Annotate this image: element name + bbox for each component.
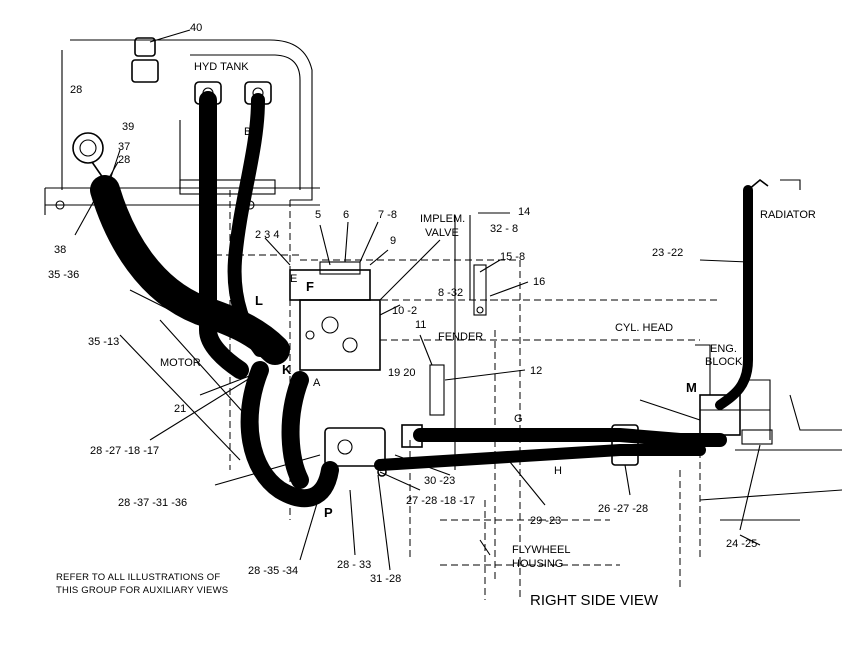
label-flywheel-2: HOUSING — [512, 558, 563, 570]
callout-8-32: 8 -32 — [438, 287, 463, 299]
label-eng-block-1: ENG. — [710, 343, 737, 355]
callout-28-flange: 28 — [118, 154, 130, 166]
callout-28-37-31-36: 28 -37 -31 -36 — [118, 497, 187, 509]
letter-L: L — [255, 293, 263, 308]
reference-note-line2: THIS GROUP FOR AUXILIARY VIEWS — [56, 585, 228, 596]
callout-12: 12 — [530, 365, 542, 377]
callout-35-36: 35 -36 — [48, 269, 79, 281]
letter-A: A — [313, 377, 321, 389]
callout-29-23: 29 -23 — [530, 515, 561, 527]
letter-K: K — [282, 362, 292, 377]
label-cyl-head: CYL. HEAD — [615, 322, 673, 334]
label-eng-block-2: BLOCK — [705, 356, 743, 368]
callout-16: 16 — [533, 276, 545, 288]
footer: REFER TO ALL ILLUSTRATIONS OF THIS GROUP… — [56, 572, 659, 609]
letter-G: G — [514, 413, 523, 425]
callout-14: 14 — [518, 206, 530, 218]
callout-28-33: 28 - 33 — [337, 559, 371, 571]
hoses — [90, 91, 769, 508]
view-title: RIGHT SIDE VIEW — [530, 592, 659, 609]
callout-32-8: 32 - 8 — [490, 223, 518, 235]
letter-B: B — [244, 126, 251, 138]
letter-P: P — [324, 505, 333, 520]
label-hyd-tank: HYD TANK — [194, 61, 249, 73]
letter-D: D — [115, 208, 124, 223]
callout-21: 21 — [174, 403, 186, 415]
callout-31-28: 31 -28 — [370, 573, 401, 585]
callout-10-2: 10 -2 — [392, 305, 417, 317]
callout-30-23: 30 -23 — [424, 475, 455, 487]
cab-structure — [44, 39, 842, 600]
callout-28-top: 28 — [70, 84, 82, 96]
callout-27-28-18-17: 27 -28 -18 -17 — [406, 495, 475, 507]
callout-5: 5 — [315, 209, 321, 221]
label-implem-valve-1: IMPLEM. — [420, 213, 465, 225]
callout-40: 40 — [190, 22, 202, 34]
callout-35-13: 35 -13 — [88, 336, 119, 348]
callout-numbers: 40 28 39 37 28 38 35 -36 35 -13 2 3 4 5 … — [48, 22, 757, 585]
callout-37: 37 — [118, 141, 130, 153]
label-motor: MOTOR — [160, 357, 201, 369]
port-letters: C B D L E F K A G H M P — [115, 113, 697, 520]
label-fender: FENDER — [438, 331, 483, 343]
label-flywheel-1: FLYWHEEL — [512, 544, 570, 556]
callout-6: 6 — [343, 209, 349, 221]
callout-24-25: 24 -25 — [726, 538, 757, 550]
callout-28-27-18-17: 28 -27 -18 -17 — [90, 445, 159, 457]
component-labels: HYD TANK RADIATOR IMPLEM. VALVE FENDER C… — [160, 61, 816, 570]
callout-39: 39 — [122, 121, 134, 133]
letter-M: M — [686, 380, 697, 395]
pointer-lines — [74, 29, 761, 571]
letter-F: F — [306, 279, 314, 294]
reference-note-line1: REFER TO ALL ILLUSTRATIONS OF — [56, 572, 220, 583]
callout-7-8: 7 -8 — [378, 209, 397, 221]
callout-19-20: 19 20 — [388, 367, 416, 379]
letter-H: H — [554, 465, 562, 477]
label-radiator: RADIATOR — [760, 209, 816, 221]
letter-C: C — [205, 113, 213, 125]
callout-2-3-4: 2 3 4 — [255, 229, 279, 241]
callout-26-27-28: 26 -27 -28 — [598, 503, 648, 515]
callout-23-22: 23 -22 — [652, 247, 683, 259]
callout-28-35-34: 28 -35 -34 — [248, 565, 298, 577]
callout-9: 9 — [390, 235, 396, 247]
callout-38: 38 — [54, 244, 66, 256]
label-implem-valve-2: VALVE — [425, 227, 459, 239]
callout-11: 11 — [415, 319, 426, 331]
letter-E: E — [290, 273, 297, 285]
callout-15-8: 15 -8 — [500, 251, 525, 263]
